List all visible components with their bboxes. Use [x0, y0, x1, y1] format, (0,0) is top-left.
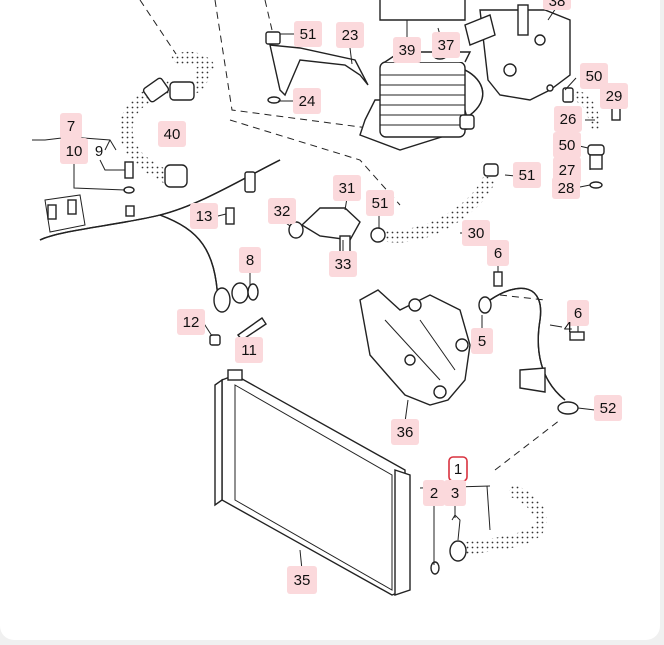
svg-text:24: 24 [299, 93, 316, 110]
svg-text:50: 50 [586, 68, 603, 85]
svg-text:36: 36 [397, 424, 414, 441]
svg-text:30: 30 [468, 225, 485, 242]
svg-text:1: 1 [454, 461, 462, 478]
callout-11[interactable]: 11 [235, 337, 263, 363]
svg-text:50: 50 [559, 137, 576, 154]
callout-4[interactable]: 4 [564, 319, 572, 336]
pipe-4 [478, 271, 585, 415]
callout-39[interactable]: 39 [393, 37, 421, 63]
callout-37[interactable]: 37 [432, 32, 460, 58]
callout-3[interactable]: 3 [444, 480, 466, 506]
hose-40 [119, 51, 216, 188]
svg-text:8: 8 [246, 252, 254, 269]
svg-text:32: 32 [274, 203, 291, 220]
svg-text:26: 26 [560, 111, 577, 128]
svg-text:52: 52 [600, 400, 617, 417]
svg-text:51: 51 [300, 26, 317, 43]
svg-text:33: 33 [335, 256, 352, 273]
callout-2[interactable]: 2 [423, 480, 445, 506]
pipe-assembly-7 [39, 159, 281, 313]
svg-text:9: 9 [95, 143, 103, 160]
callout-5[interactable]: 5 [471, 328, 493, 354]
callout-35[interactable]: 35 [287, 566, 317, 594]
svg-text:12: 12 [183, 314, 200, 331]
svg-text:51: 51 [372, 195, 389, 212]
callout-9[interactable]: 9 [95, 143, 103, 160]
callout-1-selected[interactable]: 1 [448, 456, 468, 482]
assembly-dash-lines [139, 0, 561, 471]
bracket-36 [359, 289, 471, 406]
flange-31 [288, 207, 386, 255]
hose-1 [430, 483, 547, 575]
callout-33[interactable]: 33 [329, 251, 357, 277]
radiator-35 [214, 369, 411, 596]
callout-36[interactable]: 36 [391, 419, 419, 445]
callout-31[interactable]: 31 [333, 175, 361, 201]
svg-text:10: 10 [66, 143, 83, 160]
svg-text:39: 39 [399, 42, 416, 59]
callout-6[interactable]: 6 [567, 300, 589, 326]
svg-text:28: 28 [558, 180, 575, 197]
callout-40[interactable]: 40 [158, 121, 186, 147]
svg-text:2: 2 [430, 485, 438, 502]
svg-text:6: 6 [574, 305, 582, 322]
svg-text:11: 11 [241, 342, 257, 359]
callout-51[interactable]: 51 [513, 162, 541, 188]
svg-text:5: 5 [478, 333, 486, 350]
callout-50[interactable]: 50 [553, 132, 581, 158]
callout-26[interactable]: 26 [554, 106, 582, 132]
callout-23[interactable]: 23 [336, 22, 364, 48]
callout-13[interactable]: 13 [190, 203, 218, 229]
callout-50[interactable]: 50 [580, 63, 608, 89]
callout-8[interactable]: 8 [239, 247, 261, 273]
callout-32[interactable]: 32 [268, 198, 296, 224]
parts-8-11-12 [209, 282, 267, 346]
oil-cooler [359, 0, 484, 151]
svg-text:3: 3 [451, 485, 459, 502]
svg-text:35: 35 [294, 572, 311, 589]
callout-labels: 38 51 23 39 37 50 29 24 [60, 0, 628, 594]
callout-28[interactable]: 28 [552, 177, 580, 199]
callout-30[interactable]: 30 [462, 220, 490, 246]
callout-29[interactable]: 29 [600, 83, 628, 109]
callout-6[interactable]: 6 [487, 240, 509, 266]
bracket-23 [265, 31, 369, 104]
callout-27[interactable]: 27 [553, 157, 581, 183]
svg-text:6: 6 [494, 245, 502, 262]
svg-text:13: 13 [196, 208, 213, 225]
svg-text:27: 27 [559, 162, 576, 179]
callout-38[interactable]: 38 [543, 0, 571, 10]
svg-text:7: 7 [67, 118, 75, 135]
svg-text:4: 4 [564, 319, 572, 336]
callout-24[interactable]: 24 [293, 88, 321, 114]
svg-text:40: 40 [164, 126, 181, 143]
svg-text:38: 38 [549, 0, 566, 10]
callout-51[interactable]: 51 [366, 190, 394, 216]
callout-51[interactable]: 51 [294, 21, 322, 47]
svg-text:51: 51 [519, 167, 536, 184]
svg-text:29: 29 [606, 88, 623, 105]
hose-30 [383, 163, 499, 243]
callout-52[interactable]: 52 [594, 395, 622, 421]
svg-text:31: 31 [339, 180, 356, 197]
callout-7[interactable]: 7 [60, 113, 82, 139]
pump-assembly-38 [464, 4, 571, 101]
callout-12[interactable]: 12 [177, 309, 205, 335]
svg-text:37: 37 [438, 37, 455, 54]
svg-text:23: 23 [342, 27, 359, 44]
callout-10[interactable]: 10 [60, 138, 88, 164]
